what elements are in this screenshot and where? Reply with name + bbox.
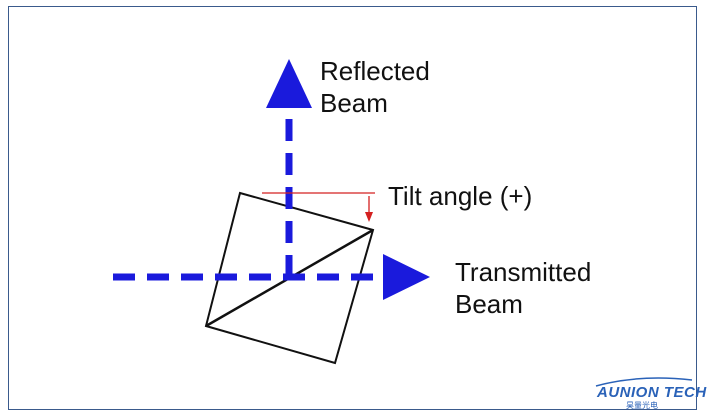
transmitted-beam-label-line2: Beam — [455, 289, 523, 319]
diagram-frame — [8, 6, 697, 410]
company-logo: AUNION TECH 昊量光电 — [595, 377, 707, 410]
transmitted-beam-label-line1: Transmitted — [455, 257, 591, 287]
logo-swoosh — [595, 377, 693, 387]
logo-name: AUNION TECH — [596, 384, 707, 401]
tilt-indicator-arrowhead — [365, 212, 373, 222]
tilt-angle-label: Tilt angle (+) — [388, 181, 532, 211]
transmitted-beam-arrowhead — [383, 254, 430, 300]
reflected-beam-label-line1: Reflected — [320, 56, 430, 86]
reflected-beam-label-line2: Beam — [320, 88, 388, 118]
logo-subtitle: 昊量光电 — [626, 400, 658, 410]
beam-splitter-cube — [204, 191, 375, 365]
reflected-beam-arrowhead — [266, 59, 312, 108]
